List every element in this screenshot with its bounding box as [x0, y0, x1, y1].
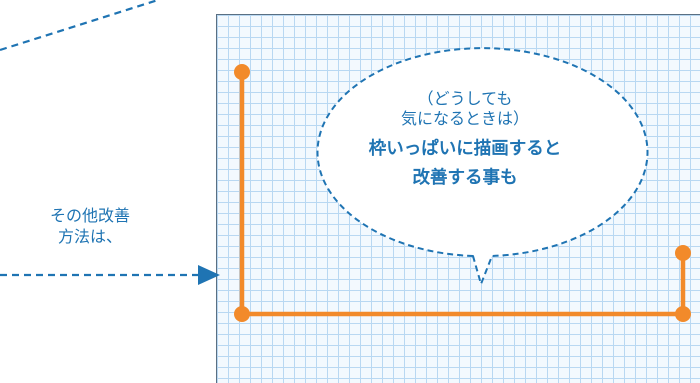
signal-point-start [234, 64, 250, 80]
side-note: その他改善 方法は、 [20, 205, 160, 247]
connector-dashed-line-top [0, 0, 159, 52]
speech-bubble-text: （どうしても 気になるときは） 枠いっぱいに描画すると 改善する事も [312, 89, 618, 193]
signal-point-end [675, 245, 691, 261]
signal-trace-line [239, 72, 686, 317]
bubble-main-line-1: 枠いっぱいに描画すると [368, 139, 562, 159]
arrow-head-icon [198, 265, 220, 285]
bubble-sub-line-1: （どうしても [417, 89, 513, 108]
bubble-sub-line-2: 気になるときは） [400, 109, 529, 128]
side-note-line-1: その他改善 [49, 206, 130, 225]
bubble-main-line-2: 改善する事も [412, 168, 518, 188]
speech-bubble-shape [316, 47, 649, 285]
side-note-line-2: 方法は、 [57, 227, 122, 246]
signal-point-corner-left [234, 306, 250, 322]
signal-point-corner-right [675, 306, 691, 322]
